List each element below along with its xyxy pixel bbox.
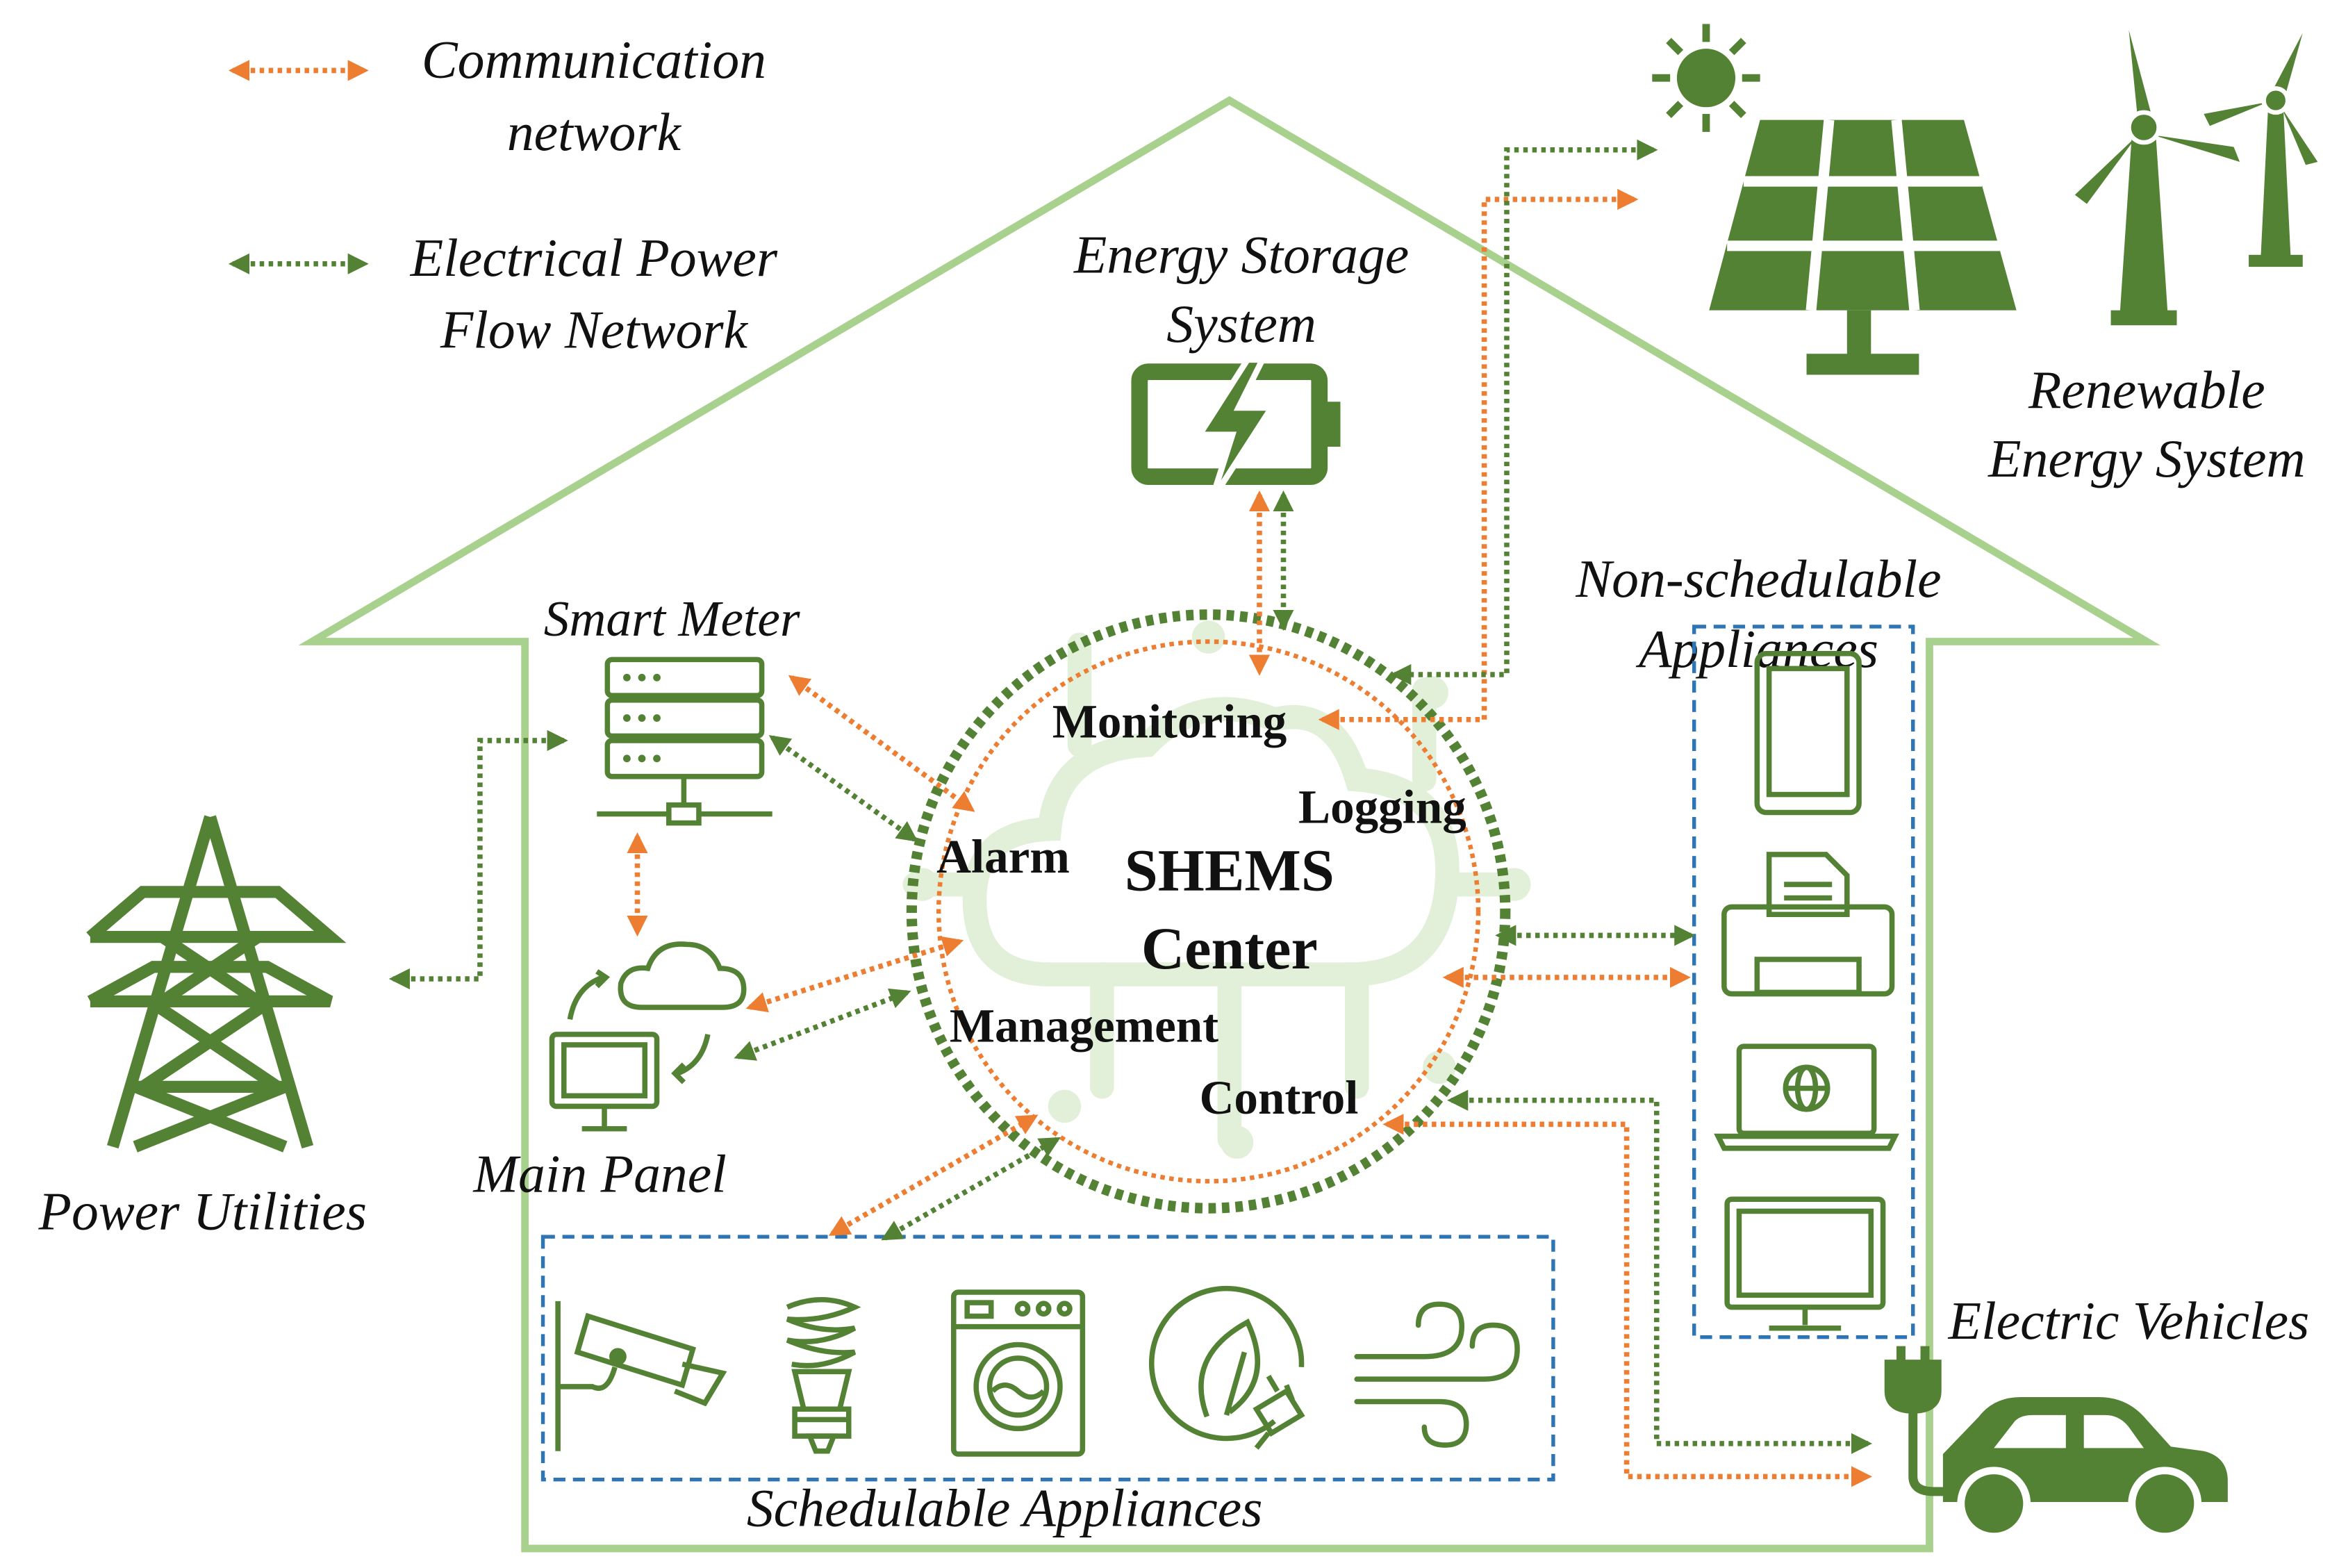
solar-panel-icon: [1709, 119, 2017, 375]
link-electric-vehicle-comm: [1382, 1114, 1873, 1487]
wind-fan-icon: [1354, 1301, 1520, 1448]
link-power-utilities-flow: [388, 729, 568, 990]
link-schedulable-flow: [881, 1137, 1061, 1241]
link-renewable-flow: [1390, 139, 1658, 686]
tablet-icon: [1754, 651, 1862, 816]
link-schedulable-comm: [828, 1114, 1039, 1237]
shems-center-subtitle: Center: [1141, 915, 1318, 982]
server-icon: [597, 657, 772, 826]
legend-power-label-1: Electrical Power: [410, 228, 778, 288]
legend-communication-label-2: network: [507, 102, 682, 162]
smart-meter-label: Smart Meter: [544, 591, 800, 647]
function-logging-label: Logging: [1298, 780, 1466, 834]
non-schedulable-label-1: Non-schedulable: [1575, 549, 1941, 609]
power-flow-ring: [906, 609, 1511, 1214]
television-icon: [1724, 1196, 1886, 1331]
light-bulb-icon: [786, 1297, 861, 1454]
communication-ring: [936, 639, 1481, 1184]
renewable-label-2: Energy System: [1987, 429, 2305, 488]
link-main-panel-flow: [734, 988, 911, 1061]
power-flow-links: [388, 139, 1873, 1455]
main-panel-label: Main Panel: [472, 1144, 726, 1203]
function-monitoring-label: Monitoring: [1052, 695, 1287, 748]
link-electric-vehicle-flow: [1447, 1089, 1873, 1455]
legend-power-label-2: Flow Network: [440, 300, 749, 360]
power-utilities-label: Power Utilities: [38, 1181, 367, 1241]
link-smart-meter-comm: [788, 675, 975, 812]
electric-vehicles-label: Electric Vehicles: [1948, 1291, 2310, 1351]
function-control-label: Control: [1200, 1071, 1359, 1124]
function-management-label: Management: [950, 999, 1218, 1053]
link-smart-meter-flow: [768, 735, 918, 842]
printer-icon: [1721, 852, 1895, 997]
shems-center-title: SHEMS: [1125, 837, 1334, 904]
laptop-icon: [1714, 1043, 1899, 1151]
energy-storage-label-2: System: [1166, 294, 1316, 354]
wind-turbine-icon: [2074, 30, 2318, 326]
security-camera-icon: [555, 1301, 727, 1451]
cloud-monitor-icon: [549, 941, 747, 1132]
transmission-tower-icon: [86, 815, 347, 1153]
house-outline: [298, 96, 2161, 1553]
energy-storage-label-1: Energy Storage: [1073, 225, 1409, 285]
legend: Communication network Electrical Power F…: [228, 30, 778, 360]
electric-car-icon: [1884, 1346, 2228, 1541]
schedulable-label: Schedulable Appliances: [747, 1478, 1263, 1538]
renewable-label-1: Renewable: [2028, 360, 2265, 420]
eco-plug-icon: [1148, 1285, 1305, 1450]
legend-communication-label-1: Communication: [422, 30, 766, 90]
battery-charging-icon: [1131, 356, 1341, 503]
sun-icon: [1652, 24, 1760, 132]
function-alarm-label: Alarm: [936, 830, 1070, 883]
washing-machine-icon: [951, 1289, 1086, 1457]
